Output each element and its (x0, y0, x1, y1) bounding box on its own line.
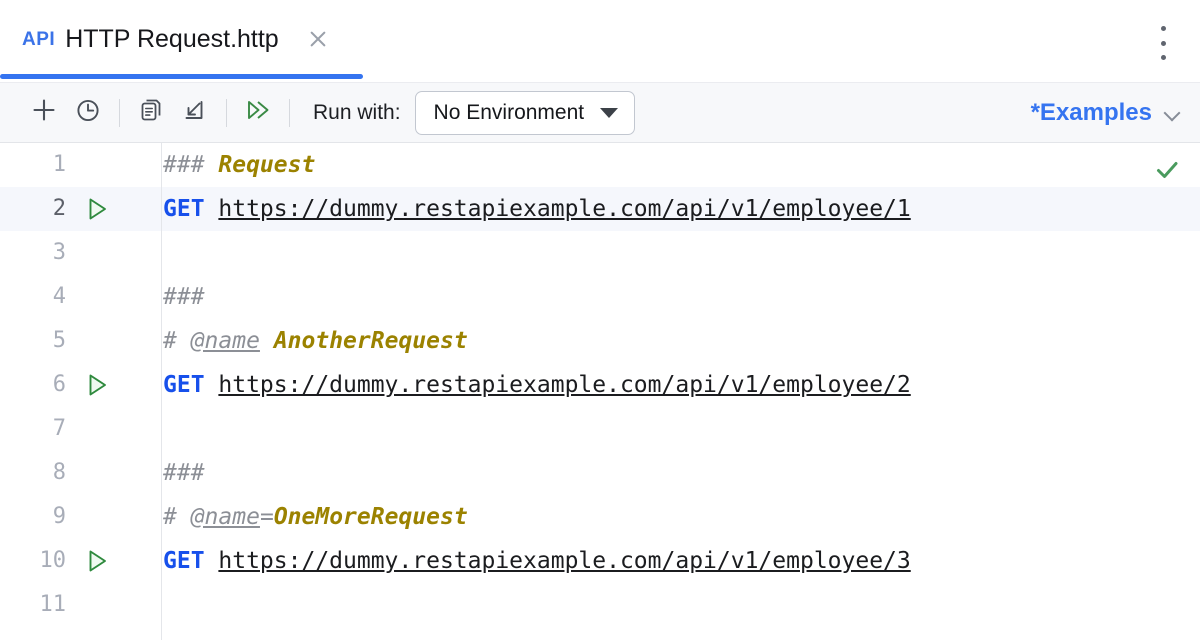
more-vertical-icon[interactable] (1152, 24, 1174, 62)
line-number: 4 (52, 284, 66, 309)
toolbar-separator (119, 98, 120, 127)
token-header: Request (218, 151, 316, 178)
token-url[interactable]: https://dummy.restapiexample.com/api/v1/… (218, 195, 911, 222)
close-icon[interactable] (305, 26, 331, 52)
token-at: @name (190, 503, 260, 530)
run-request-gutter-button[interactable] (66, 548, 161, 574)
caret-down-icon (600, 107, 619, 118)
code-text: ### Request (161, 151, 1200, 178)
play-triangle-icon (84, 196, 110, 222)
code-line[interactable]: 7 (0, 407, 1200, 451)
http-client-toolbar: Run with: No Environment *Examples (0, 82, 1200, 143)
token-comment: ### (163, 283, 205, 310)
open-log-button[interactable] (129, 91, 173, 135)
token-header: AnotherRequest (273, 327, 468, 354)
line-number: 8 (52, 460, 66, 485)
code-line[interactable]: 9 # @name=OneMoreRequest (0, 495, 1200, 539)
run-with-label: Run with: (313, 100, 401, 124)
active-tab-underline (0, 74, 363, 79)
examples-label: *Examples (1030, 98, 1152, 126)
editor-tab-bar: API HTTP Request.http (0, 0, 1200, 82)
code-line[interactable]: 3 (0, 231, 1200, 275)
code-line[interactable]: 6 GET https://dummy.restapiexample.com/ap… (0, 363, 1200, 407)
code-line[interactable]: 11 (0, 583, 1200, 627)
code-text: ### (161, 283, 1200, 310)
document-copy-icon (136, 95, 166, 130)
code-text: GET https://dummy.restapiexample.com/api… (161, 195, 1200, 222)
line-number: 2 (52, 196, 66, 221)
toolbar-separator (226, 98, 227, 127)
code-text: # @name AnotherRequest (161, 327, 1200, 354)
token-method: GET (163, 371, 219, 398)
http-file-type-badge: API (22, 28, 56, 50)
line-number: 9 (52, 504, 66, 529)
line-number: 11 (39, 592, 67, 617)
token-comment: ### (163, 459, 205, 486)
run-request-gutter-button[interactable] (66, 372, 161, 398)
token-comment: # (163, 327, 191, 354)
token-comment: = (259, 503, 274, 530)
code-text: GET https://dummy.restapiexample.com/api… (161, 547, 1200, 574)
add-request-button[interactable] (22, 91, 66, 135)
checkmark-icon[interactable] (1152, 155, 1182, 185)
token-at: @name (190, 327, 260, 354)
line-number: 10 (39, 548, 67, 573)
editor-tab-http-request[interactable]: API HTTP Request.http (0, 0, 349, 78)
line-number: 1 (52, 152, 66, 177)
line-number: 6 (52, 372, 66, 397)
line-number: 3 (52, 240, 66, 265)
token-comment: ### (163, 151, 219, 178)
token-header: OneMoreRequest (273, 503, 468, 530)
code-line[interactable]: 4 ### (0, 275, 1200, 319)
import-arrow-icon (180, 95, 210, 130)
token-method: GET (163, 195, 219, 222)
examples-selector[interactable]: *Examples (1031, 99, 1180, 127)
play-triangle-icon (84, 548, 110, 574)
tab-title: HTTP Request.http (65, 24, 279, 53)
code-line[interactable]: 8 ### (0, 451, 1200, 495)
environment-select[interactable]: No Environment (414, 90, 636, 135)
code-line[interactable]: 10 GET https://dummy.restapiexample.com/a… (0, 539, 1200, 583)
chevron-down-icon (1164, 105, 1180, 121)
token-url[interactable]: https://dummy.restapiexample.com/api/v1/… (218, 371, 911, 398)
plus-icon (29, 95, 59, 130)
clock-icon (73, 95, 103, 130)
history-button[interactable] (66, 91, 110, 135)
play-triangle-icon (84, 372, 110, 398)
code-line[interactable]: 2 GET https://dummy.restapiexample.com/ap… (0, 187, 1200, 231)
token-comment (260, 328, 274, 354)
token-comment: # (163, 503, 191, 530)
double-chevron-run-icon (241, 95, 275, 130)
run-all-button[interactable] (236, 91, 280, 135)
gutter-separator (161, 143, 162, 640)
token-method: GET (163, 547, 219, 574)
toolbar-separator (289, 98, 290, 127)
line-number: 5 (52, 328, 66, 353)
run-request-gutter-button[interactable] (66, 196, 161, 222)
import-button[interactable] (173, 91, 217, 135)
code-line[interactable]: 1 ### Request (0, 143, 1200, 187)
code-text: GET https://dummy.restapiexample.com/api… (161, 371, 1200, 398)
environment-select-value: No Environment (433, 100, 585, 124)
token-url[interactable]: https://dummy.restapiexample.com/api/v1/… (218, 547, 911, 574)
code-text: ### (161, 459, 1200, 486)
code-text: # @name=OneMoreRequest (161, 503, 1200, 530)
code-line[interactable]: 5 # @name AnotherRequest (0, 319, 1200, 363)
line-number: 7 (52, 416, 66, 441)
